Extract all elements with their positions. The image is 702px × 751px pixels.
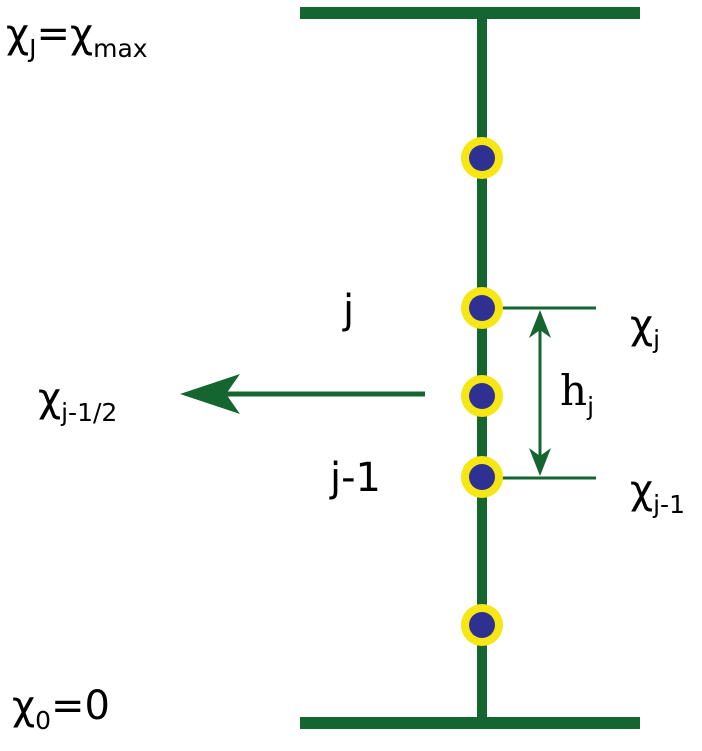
half-point-arrow-head: [180, 374, 240, 414]
top-chi-max: χ: [70, 11, 94, 57]
x-j-minus-1-chi: χ: [630, 467, 654, 513]
node: [461, 604, 503, 646]
top-chi: χ: [6, 11, 30, 57]
top-sub: J: [29, 34, 37, 63]
x-half-chi: χ: [38, 375, 62, 421]
bottom-sub: 0: [35, 706, 52, 735]
bottom-eq: =0: [51, 683, 110, 729]
x-j-label: χj: [630, 305, 660, 352]
x-half-label: χj-1/2: [38, 378, 117, 425]
node-j-label: j: [343, 287, 355, 333]
spacing-arrow-head-bottom: [529, 448, 551, 476]
x-half-sub: j-1/2: [61, 398, 118, 427]
spacing-arrow-head-top: [529, 310, 551, 338]
x-j-chi: χ: [630, 302, 654, 348]
x-j-minus-1-sub: j-1: [653, 490, 685, 519]
node-j-minus-1: [461, 456, 503, 498]
x-j-minus-1-label: χj-1: [630, 470, 685, 517]
x-j-sub: j: [653, 325, 661, 354]
bottom-chi: χ: [12, 683, 36, 729]
top-sub-max: max: [93, 34, 148, 63]
node-j-minus-1-label: j-1: [330, 455, 381, 501]
bottom-boundary-label: χ0=0: [12, 686, 110, 733]
spacing-h: h: [560, 366, 588, 415]
node-j: [461, 287, 503, 329]
node: [461, 137, 503, 179]
spacing-sub: j: [587, 392, 595, 421]
node-half: [461, 375, 503, 417]
top-eq: =: [36, 11, 70, 57]
spacing-label: hj: [560, 370, 595, 421]
top-boundary-label: χJ=χmax: [6, 14, 148, 61]
